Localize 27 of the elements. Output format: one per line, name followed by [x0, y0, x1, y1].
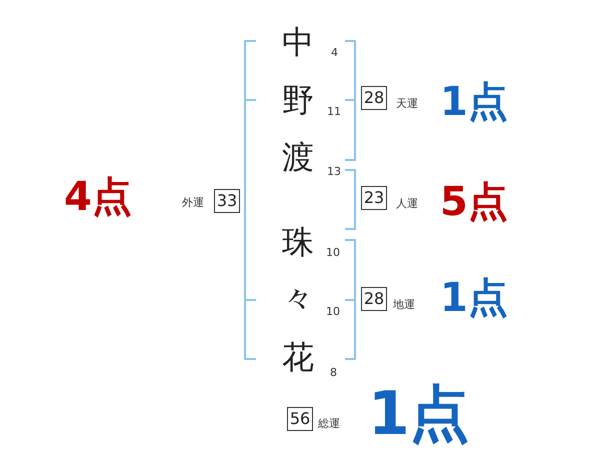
fortune-label: 人運	[396, 198, 418, 209]
stroke-count: 13	[327, 166, 341, 177]
score-label: 1点	[440, 278, 508, 318]
stroke-count: 8	[330, 367, 337, 378]
name-character: 珠	[282, 226, 314, 258]
number-box: 33	[214, 189, 240, 213]
score-label: 1点	[440, 82, 508, 122]
fortune-label: 天運	[396, 98, 418, 109]
fortune-label: 外運	[182, 197, 204, 208]
score-label: 1点	[368, 384, 470, 444]
name-character: 中	[282, 26, 314, 58]
score-label: 4点	[64, 177, 132, 217]
stroke-count: 10	[326, 247, 340, 258]
stroke-count: 10	[326, 306, 340, 317]
number-box: 23	[361, 186, 387, 210]
fortune-label: 総運	[318, 418, 340, 429]
number-box: 28	[361, 86, 387, 110]
name-character: 渡	[282, 141, 314, 173]
name-character: 花	[282, 341, 314, 373]
number-box: 56	[287, 407, 313, 431]
name-character: 野	[282, 84, 314, 116]
name-character: 々	[282, 282, 314, 314]
score-label: 5点	[440, 182, 508, 222]
stroke-count: 4	[331, 47, 338, 58]
number-box: 28	[361, 287, 387, 311]
stroke-count: 11	[327, 106, 341, 117]
fortune-label: 地運	[393, 299, 415, 310]
